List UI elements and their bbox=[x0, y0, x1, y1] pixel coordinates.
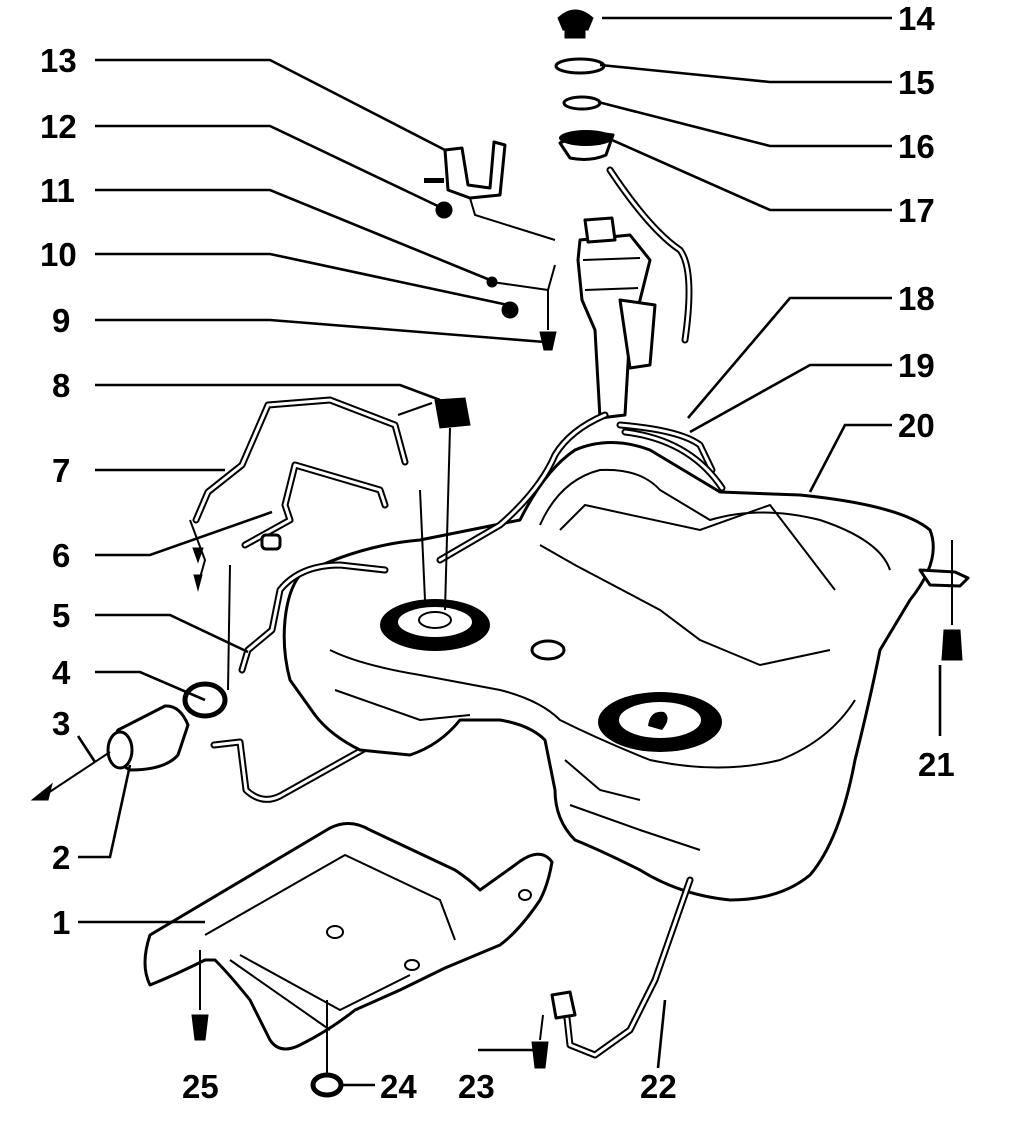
label-13: 13 bbox=[40, 42, 77, 79]
cap-assembly bbox=[554, 9, 606, 111]
label-22: 22 bbox=[640, 1068, 677, 1105]
label-12: 12 bbox=[40, 108, 77, 145]
tank-strap-right bbox=[550, 876, 694, 1059]
drawing bbox=[30, 9, 970, 1098]
heat-shield bbox=[143, 822, 554, 1051]
label-20: 20 bbox=[898, 407, 935, 444]
label-2: 2 bbox=[52, 839, 70, 876]
label-5: 5 bbox=[52, 597, 70, 634]
label-3: 3 bbox=[52, 705, 70, 742]
label-19: 19 bbox=[898, 347, 935, 384]
screws bbox=[191, 950, 549, 1098]
label-15: 15 bbox=[898, 64, 935, 101]
label-9: 9 bbox=[52, 302, 70, 339]
label-21: 21 bbox=[918, 746, 955, 783]
label-4: 4 bbox=[52, 654, 71, 691]
label-7: 7 bbox=[52, 452, 70, 489]
filler-neck bbox=[436, 130, 726, 564]
label-8: 8 bbox=[52, 367, 70, 404]
tank-strap-left bbox=[210, 696, 464, 803]
filter-and-clamp bbox=[30, 681, 228, 801]
label-14: 14 bbox=[898, 0, 935, 37]
leader-lines bbox=[76, 16, 942, 1087]
label-17: 17 bbox=[898, 192, 935, 229]
part-labels: 1 2 3 4 5 6 7 8 9 10 11 12 13 14 15 16 1… bbox=[40, 0, 955, 1105]
label-1: 1 bbox=[52, 904, 70, 941]
label-16: 16 bbox=[898, 128, 935, 165]
label-10: 10 bbox=[40, 236, 77, 273]
hardware bbox=[486, 264, 557, 351]
label-18: 18 bbox=[898, 280, 935, 317]
label-25: 25 bbox=[182, 1068, 219, 1105]
fuel-sender bbox=[397, 397, 471, 611]
label-6: 6 bbox=[52, 537, 70, 574]
fuel-lines bbox=[189, 396, 409, 592]
label-11: 11 bbox=[40, 172, 75, 209]
label-23: 23 bbox=[458, 1068, 495, 1105]
fuel-tank bbox=[282, 441, 970, 902]
label-24: 24 bbox=[380, 1068, 417, 1105]
bracket bbox=[424, 140, 556, 241]
mount-bolt-right bbox=[941, 540, 963, 661]
fuel-line-5 bbox=[227, 561, 389, 691]
